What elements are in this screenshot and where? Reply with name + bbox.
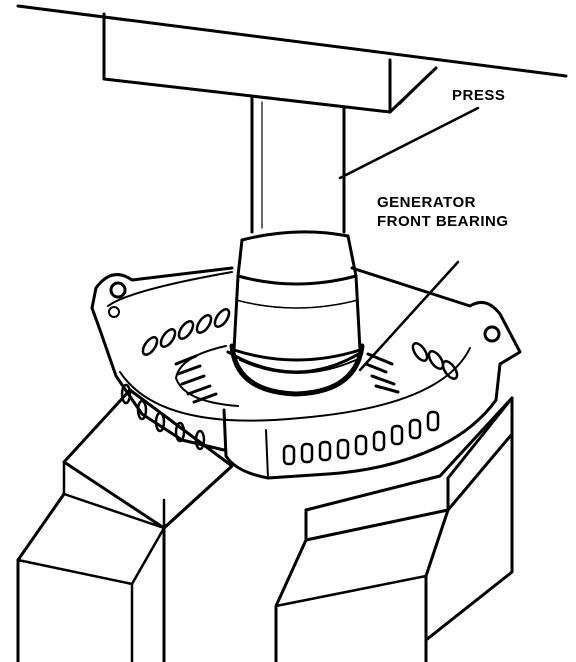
support-block-right [274,396,514,662]
bearing-leader-line [358,260,460,372]
press-label: PRESS [452,87,506,104]
generator-front-bearing-label-line1: GENERATOR [377,194,476,211]
press-leader-line [338,106,480,180]
support-block-left [16,388,234,662]
press-ram [226,96,364,374]
housing-vent-slots [120,308,459,466]
press-head [16,4,568,114]
generator-front-bearing-label-line2: FRONT BEARING [377,213,509,230]
generator-housing [90,266,522,480]
